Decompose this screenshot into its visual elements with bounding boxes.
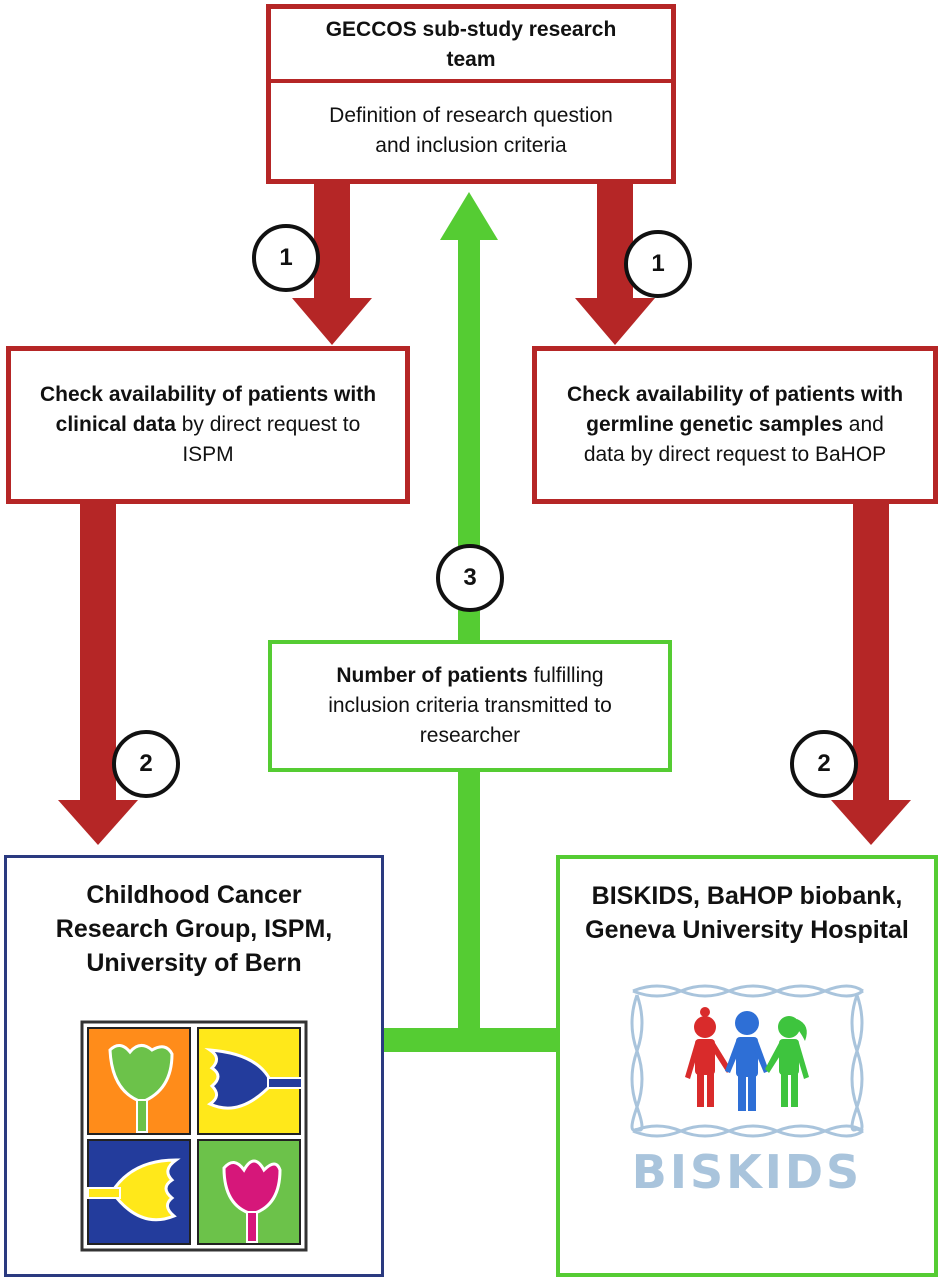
step-2-left: 2	[112, 730, 180, 798]
left-check-bold: Check availability of patients with clin…	[39, 383, 377, 436]
step-1-left: 1	[252, 224, 320, 292]
connector-orgs-to-middle	[382, 770, 558, 1052]
ispm-title: Childhood Cancer Research Group, ISPM, U…	[55, 881, 333, 977]
biskids-logo-text: BISKIDS	[631, 1145, 863, 1199]
step-3: 3	[436, 544, 504, 612]
arrow-top-to-right-check	[575, 182, 655, 345]
top-box-title: GECCOS sub-study research team	[325, 18, 617, 71]
biskids-logo	[630, 984, 864, 1138]
step-2-right: 2	[790, 730, 858, 798]
step-1-right: 1	[624, 230, 692, 298]
biskids-box: BISKIDS, BaHOP biobank, Geneva Universit…	[556, 855, 938, 1277]
top-box: GECCOS sub-study research team Definitio…	[266, 4, 676, 184]
biskids-title: BISKIDS, BaHOP biobank, Geneva Universit…	[585, 882, 909, 944]
left-check-rest: by direct request to ISPM	[175, 413, 361, 466]
middle-box: Number of patients fulfilling inclusion …	[268, 640, 672, 772]
arrow-top-to-left-check	[292, 182, 372, 345]
right-check-bold: Check availability of patients with germ…	[566, 383, 904, 436]
middle-box-text: Number of patients fulfilling inclusion …	[296, 661, 644, 751]
right-check-box: Check availability of patients with germ…	[532, 346, 938, 504]
middle-box-bold: Number of patients	[336, 664, 528, 687]
right-check-rest: and data by direct request to BaHOP	[583, 413, 887, 466]
ispm-logo	[80, 1020, 308, 1252]
top-box-divider	[271, 79, 671, 83]
middle-box-rest: fulfilling inclusion criteria transmitte…	[328, 664, 612, 747]
arrow-right-check-to-biskids	[831, 503, 911, 845]
top-box-subtitle: Definition of research question and incl…	[329, 104, 613, 157]
arrow-middle-to-top	[440, 192, 498, 644]
left-check-text: Check availability of patients with clin…	[37, 380, 379, 470]
ispm-box: Childhood Cancer Research Group, ISPM, U…	[4, 855, 384, 1277]
right-check-text: Check availability of patients with germ…	[563, 380, 907, 470]
left-check-box: Check availability of patients with clin…	[6, 346, 410, 504]
arrow-left-check-to-ispm	[58, 503, 138, 845]
